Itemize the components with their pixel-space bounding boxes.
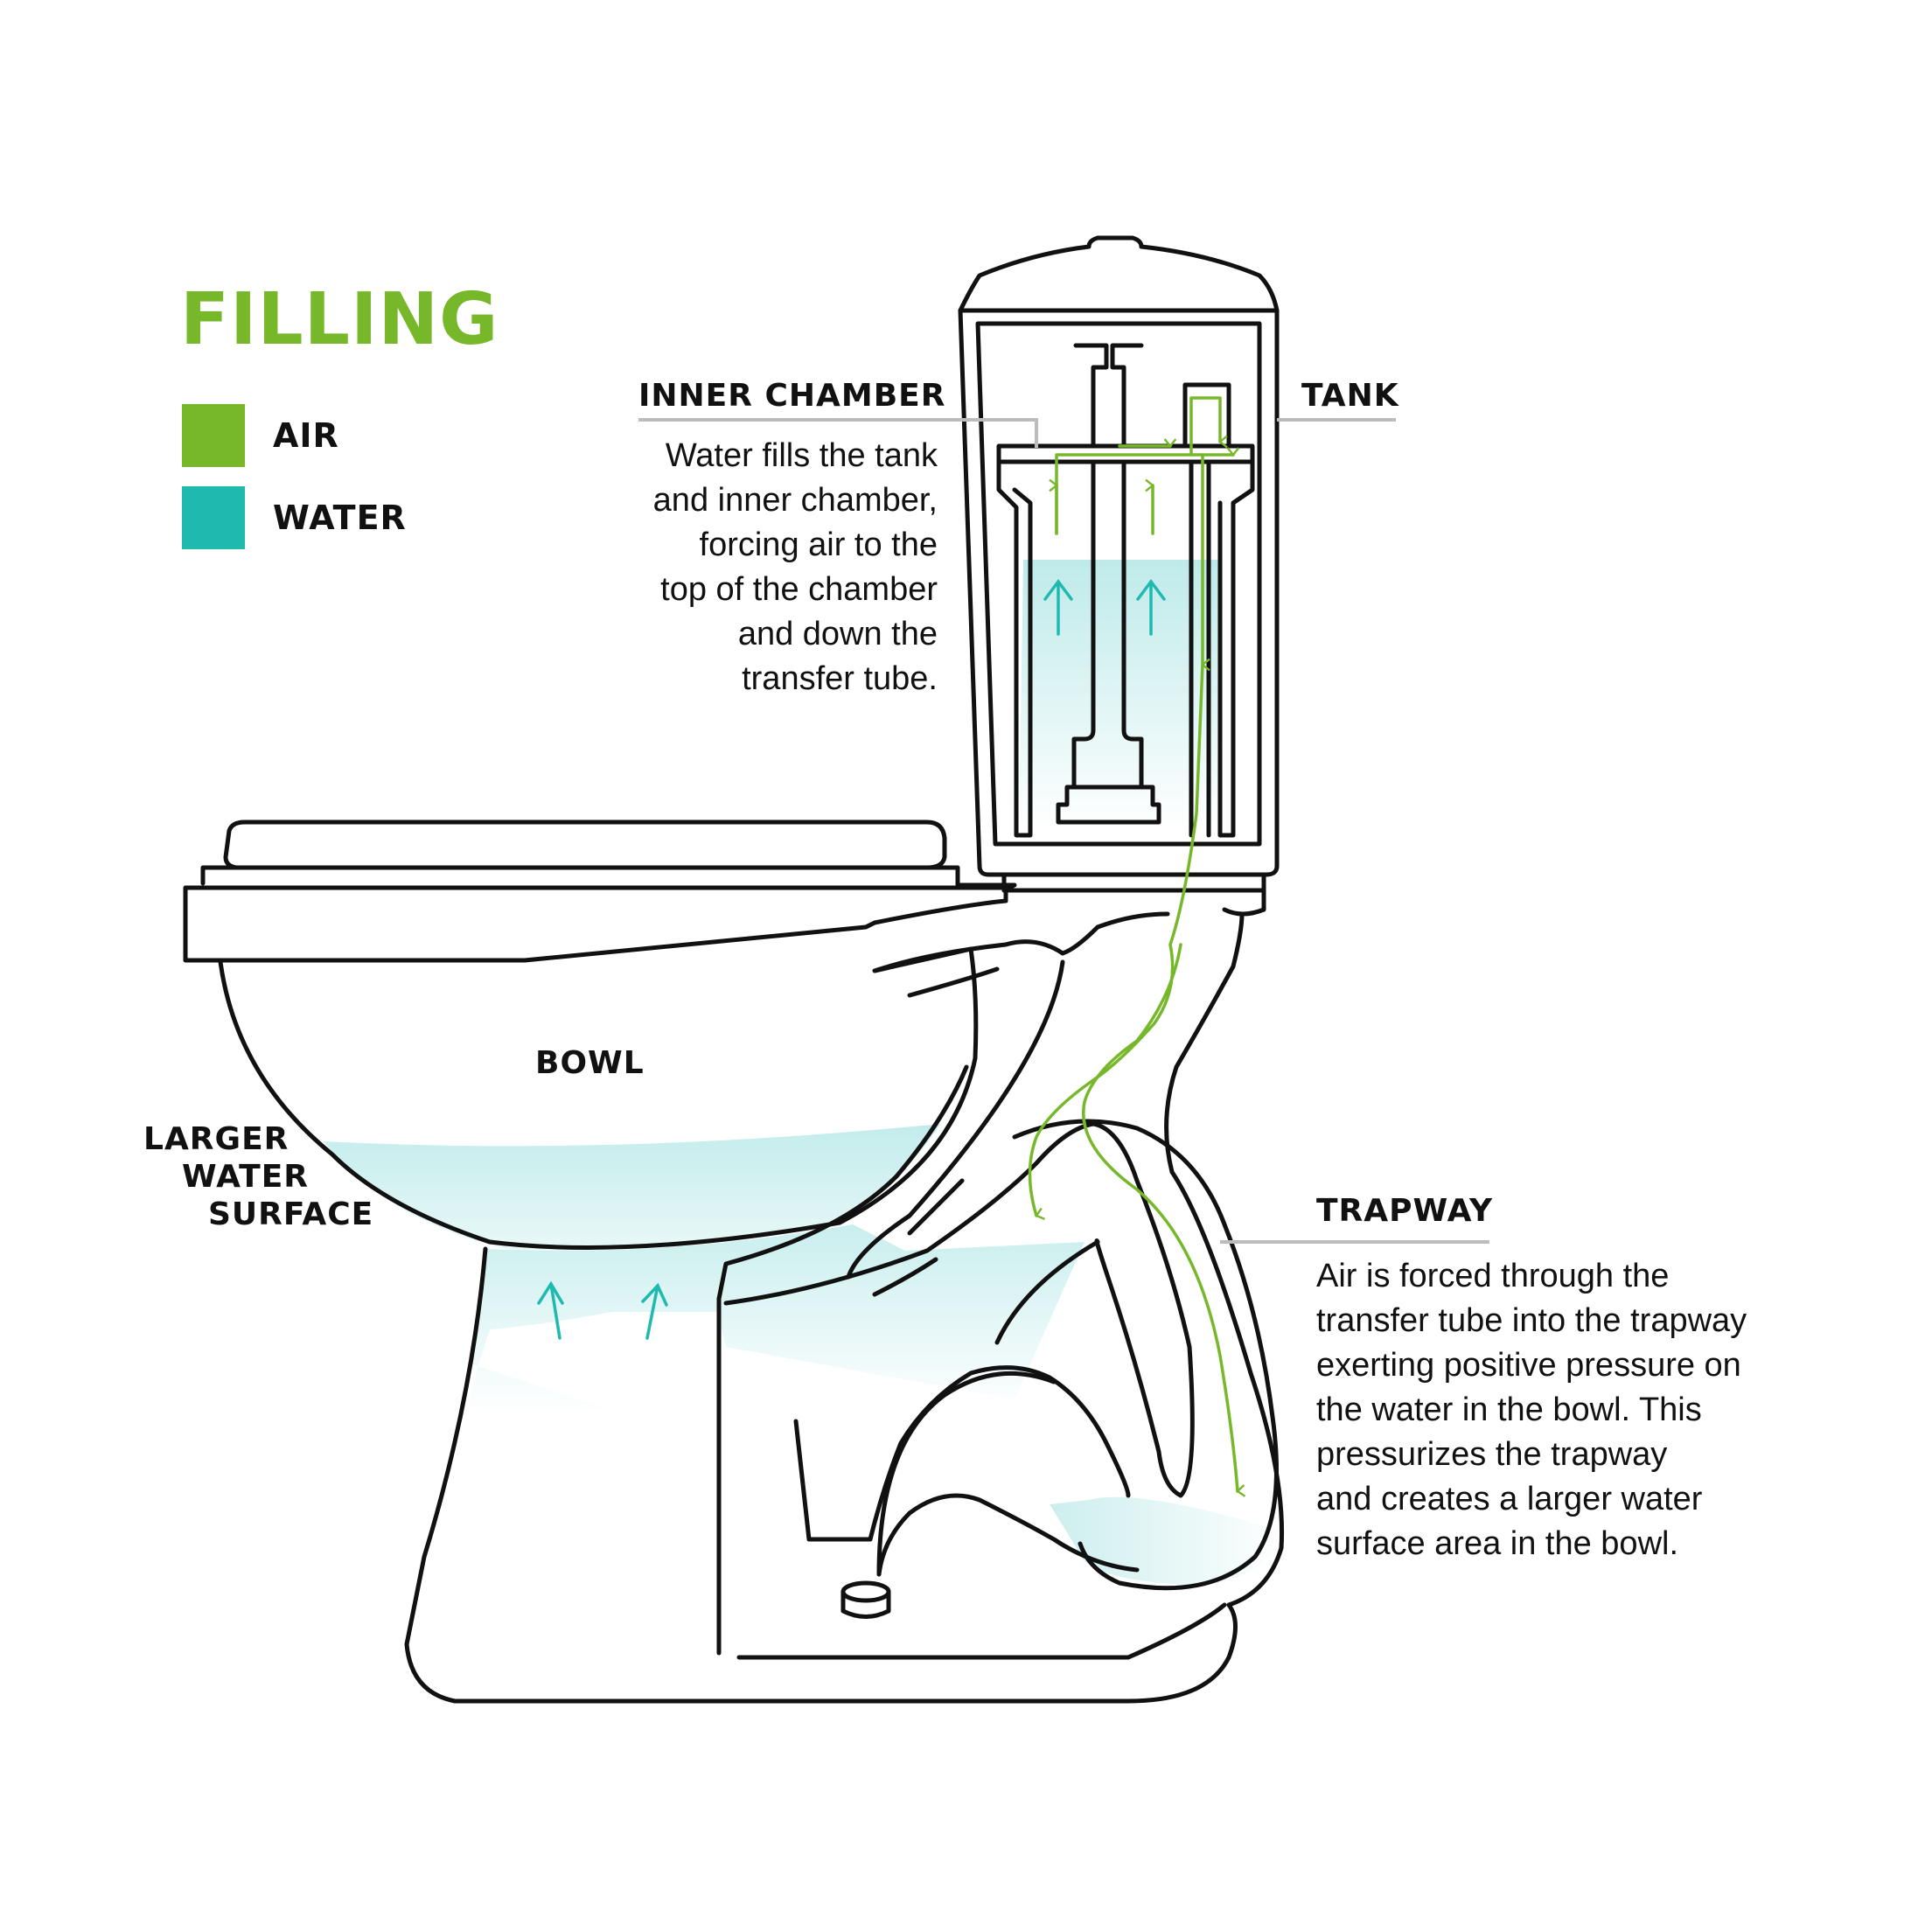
inner-chamber-desc-line: and inner chamber, xyxy=(652,482,938,519)
trapway-desc-line: pressurizes the trapway xyxy=(1316,1436,1668,1473)
bowl-label: BOWL xyxy=(535,1045,645,1081)
flush-stem xyxy=(1073,343,1144,449)
floor-bolt-body xyxy=(840,1589,891,1619)
diagram-title: FILLING xyxy=(180,278,499,361)
air-path-head-loop xyxy=(1189,396,1228,457)
water-fills xyxy=(324,560,1286,1585)
tank-outer xyxy=(958,308,1280,877)
bowl-inner-curve xyxy=(846,959,1065,1280)
transfer-tube-head xyxy=(1182,382,1231,449)
inner-chamber-desc-line: forcing air to the xyxy=(699,527,938,563)
seat-lid-edge xyxy=(200,865,1017,893)
tank-neck xyxy=(1001,872,1266,917)
trapway-desc-line: exerting positive pressure on xyxy=(1316,1347,1741,1384)
inner-chamber-description: Water fills the tank and inner chamber, … xyxy=(653,434,938,701)
tank-label: TANK xyxy=(1301,378,1399,414)
air-swatch xyxy=(182,404,245,467)
bowl-water-fill xyxy=(324,1124,940,1252)
air-path-trapway xyxy=(1082,943,1246,1497)
inner-chamber-desc-line: transfer tube. xyxy=(742,660,938,697)
legend-label-air: AIR xyxy=(273,416,339,455)
tank-water-fill xyxy=(1019,560,1220,831)
water-swatch xyxy=(182,486,245,549)
air-path-down-bowl xyxy=(1028,663,1204,1220)
legend-label-water: WATER xyxy=(273,499,407,537)
trapway-desc-line: the water in the bowl. This xyxy=(1316,1391,1702,1428)
inner-chamber-desc-line: and down the xyxy=(737,616,938,652)
tank-lid xyxy=(958,235,1280,313)
trapway-desc-line: surface area in the bowl. xyxy=(1316,1525,1679,1562)
trapway-water-fill xyxy=(1050,1496,1286,1585)
trapway-outer xyxy=(1012,1119,1279,1591)
floor-bolt-cap xyxy=(840,1580,891,1603)
tank-inner xyxy=(975,321,1262,847)
larger-water-surface-line-3: SURFACE xyxy=(208,1196,374,1232)
flush-rod xyxy=(1066,459,1150,790)
trapway-description: Air is forced through the transfer tube … xyxy=(1316,1254,1747,1566)
legend-item-air: AIR xyxy=(182,404,339,467)
base-water-fill xyxy=(468,1224,1085,1413)
rim-channel xyxy=(872,1178,965,1297)
flapper xyxy=(1056,785,1161,825)
trapway-passage xyxy=(716,1064,1195,1656)
trapway-label: TRAPWAY xyxy=(1316,1193,1494,1229)
inner-chamber-right-wall xyxy=(1217,459,1255,838)
inner-chamber-label: INNER CHAMBER xyxy=(638,378,946,414)
siphon-jet xyxy=(793,1365,1140,1577)
water-arrow-tank-left xyxy=(1043,579,1073,636)
seat-lid xyxy=(223,820,947,870)
transfer-tube xyxy=(1189,459,1211,838)
trapway-desc-line: transfer tube into the trapway xyxy=(1316,1302,1747,1339)
toilet-outline xyxy=(183,235,1285,1704)
water-arrow-bowl-left xyxy=(537,1280,564,1340)
siphon-jet-body xyxy=(876,1371,1057,1577)
inner-chamber-desc-line: top of the chamber xyxy=(660,571,938,608)
water-arrow-bowl-right xyxy=(641,1282,668,1340)
leader-lines xyxy=(638,418,1489,1244)
pedestal xyxy=(404,911,1285,1704)
trapway-desc-line: and creates a larger water xyxy=(1316,1481,1703,1517)
bowl-shell xyxy=(218,911,1170,1250)
water-arrows xyxy=(537,579,1166,1340)
trapway-desc-line: Air is forced through the xyxy=(1316,1258,1670,1294)
base-bottom xyxy=(736,1602,1227,1660)
inner-chamber-desc-line: Water fills the tank xyxy=(665,437,938,474)
water-arrow-tank-right xyxy=(1136,579,1166,636)
air-flow xyxy=(1028,396,1246,1497)
inner-chamber-leader xyxy=(638,418,1038,448)
legend-item-water: WATER xyxy=(182,486,407,549)
larger-water-surface-line-1: LARGER xyxy=(143,1121,289,1157)
seat-rim xyxy=(183,885,1008,963)
larger-water-surface-line-2: WATER xyxy=(182,1159,310,1195)
